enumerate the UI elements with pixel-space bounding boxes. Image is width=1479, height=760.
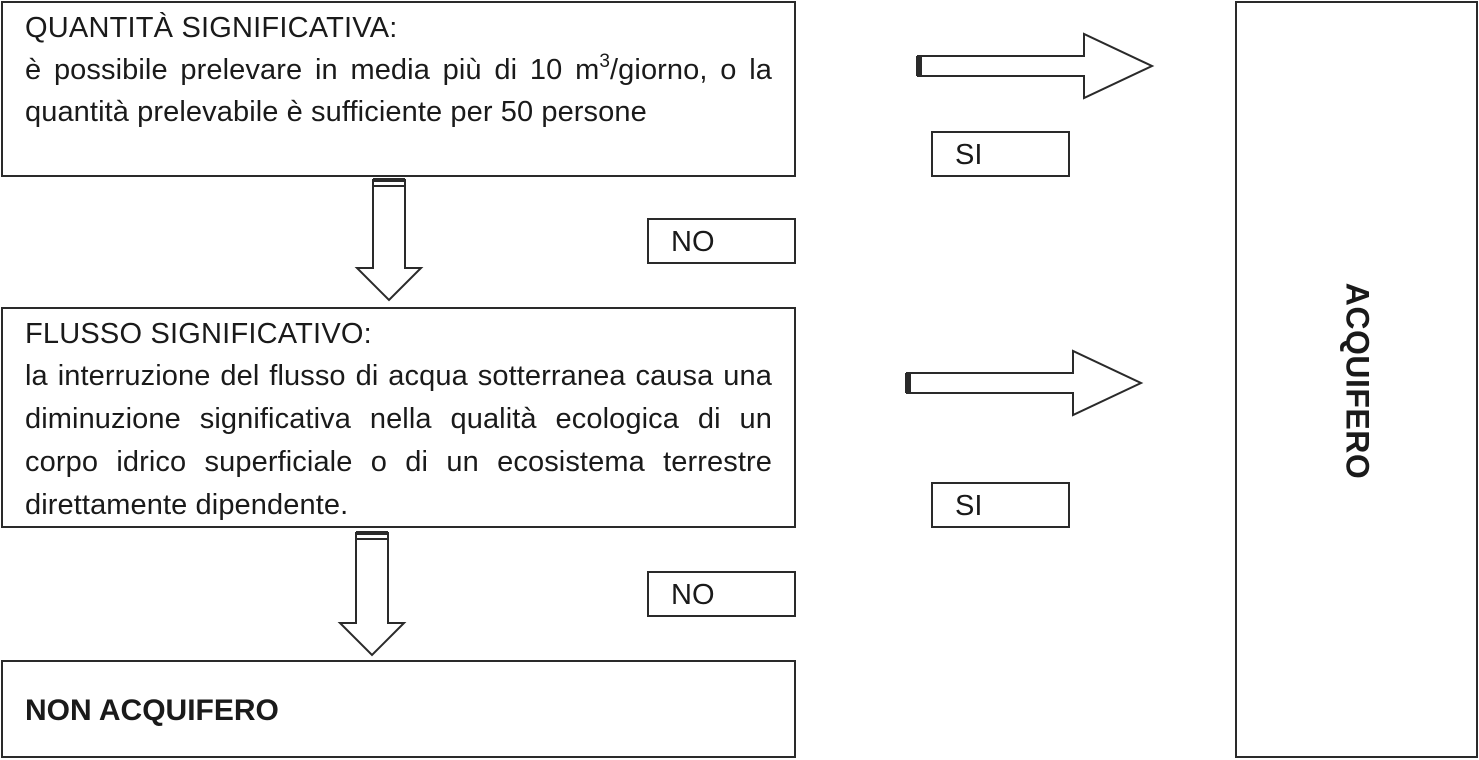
non-aquifer-outcome-box: NON ACQUIFERO xyxy=(1,660,796,758)
answer-no-flow: NO xyxy=(647,571,796,617)
non-aquifer-label: NON ACQUIFERO xyxy=(25,694,279,727)
aquifer-outcome-box: ACQUIFERO xyxy=(1235,1,1478,758)
quantity-criterion-box: QUANTITÀ SIGNIFICATIVA: è possibile prel… xyxy=(1,1,796,177)
aquifer-label: ACQUIFERO xyxy=(1339,282,1375,480)
quantity-criterion-text-start: è possibile prelevare in media più di 10… xyxy=(25,54,600,86)
answer-no-quantity: NO xyxy=(647,218,796,264)
right-arrow-yes-quantity-icon xyxy=(916,32,1155,100)
right-arrow-yes-flow-icon xyxy=(905,349,1144,417)
answer-yes-flow: SI xyxy=(931,482,1070,528)
answer-yes-quantity: SI xyxy=(931,131,1070,177)
down-arrow-no-flow-icon xyxy=(337,531,407,657)
flow-criterion-text: la interruzione del flusso di acqua sott… xyxy=(25,360,772,521)
answer-yes-flow-label: SI xyxy=(955,490,983,522)
flow-criterion-box: FLUSSO SIGNIFICATIVO: la interruzione de… xyxy=(1,307,796,528)
quantity-criterion-text: è possibile prelevare in media più di 10… xyxy=(25,49,772,133)
quantity-criterion-text-end: /giorno, o la quantità prelevabile è suf… xyxy=(25,54,772,128)
down-arrow-no-quantity-icon xyxy=(354,178,424,302)
answer-no-flow-label: NO xyxy=(671,579,715,611)
answer-yes-quantity-label: SI xyxy=(955,139,983,171)
flow-criterion-heading: FLUSSO SIGNIFICATIVO: xyxy=(25,318,372,350)
answer-no-quantity-label: NO xyxy=(671,226,715,258)
cubic-exponent: 3 xyxy=(599,51,611,72)
quantity-criterion-heading: QUANTITÀ SIGNIFICATIVA: xyxy=(25,12,398,44)
